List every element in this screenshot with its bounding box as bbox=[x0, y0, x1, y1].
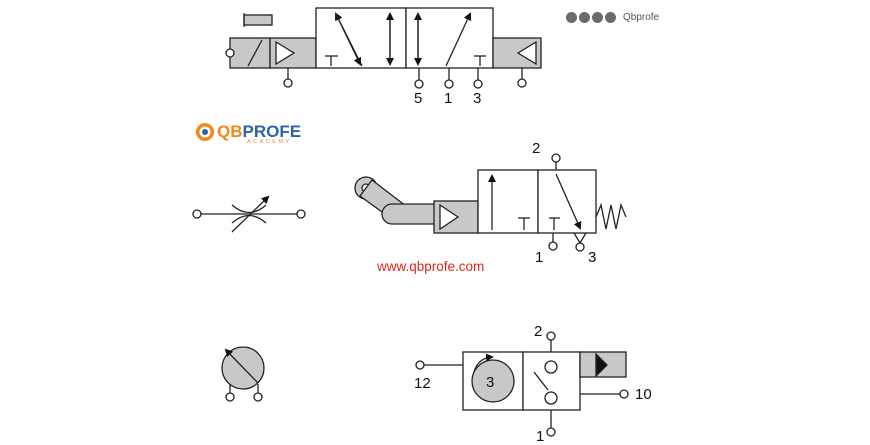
instagram-icon[interactable] bbox=[579, 11, 590, 23]
valve-bottom-port-label: 12 bbox=[414, 375, 431, 392]
valve-3-2-square-right bbox=[537, 169, 597, 234]
exhaust-triangle bbox=[573, 232, 587, 245]
solenoid-diagonal bbox=[247, 39, 263, 67]
port-1 bbox=[546, 427, 556, 437]
throttle-port-left bbox=[192, 209, 202, 219]
port-2 bbox=[546, 331, 556, 341]
valve-bottom-port-label: 2 bbox=[534, 323, 542, 340]
pilot-bottom-triangle bbox=[595, 352, 608, 378]
blogger-icon[interactable] bbox=[605, 11, 616, 23]
facebook-icon[interactable] bbox=[566, 11, 577, 23]
social-bar: Qbprofe bbox=[566, 10, 659, 24]
valve-5-2-port-label: 5 bbox=[414, 90, 422, 107]
flow-arrow-4 bbox=[445, 12, 472, 67]
gauge-needle bbox=[224, 348, 259, 384]
check-lower bbox=[544, 391, 558, 405]
port-12 bbox=[415, 360, 425, 370]
port-3 bbox=[575, 242, 585, 252]
logo-wordmark: QBPROFE bbox=[217, 122, 301, 142]
pilot-right-port bbox=[517, 78, 527, 88]
valve-5-2-port-label: 1 bbox=[444, 90, 452, 107]
gauge-port-right bbox=[253, 392, 263, 402]
rotary-label: 3 bbox=[486, 374, 494, 391]
lever-actuator bbox=[243, 14, 273, 26]
pilot-right-triangle bbox=[516, 40, 537, 66]
return-spring bbox=[595, 202, 627, 230]
switch-line bbox=[533, 371, 549, 391]
solenoid-exhaust bbox=[225, 48, 235, 58]
gauge-port-left bbox=[225, 392, 235, 402]
port-1 bbox=[444, 79, 454, 89]
valve-5-2 bbox=[225, 7, 542, 89]
website-link[interactable]: www.qbprofe.com bbox=[377, 259, 485, 274]
pilot-left-port bbox=[283, 78, 293, 88]
flow-arrow-diag bbox=[555, 173, 582, 230]
throttle-port-right bbox=[296, 209, 306, 219]
adjustable-throttle bbox=[192, 195, 306, 233]
valve-bottom-port-label: 1 bbox=[536, 428, 544, 445]
logo-subtitle: ACADEMY bbox=[247, 139, 292, 145]
valve-3-2-port-label: 2 bbox=[532, 140, 540, 157]
pressure-gauge bbox=[221, 346, 265, 402]
roller-pilot-triangle bbox=[439, 203, 460, 231]
logo-rest: PROFE bbox=[242, 122, 302, 141]
throttle-curve-bottom bbox=[231, 214, 267, 224]
youtube-icon[interactable] bbox=[592, 11, 603, 23]
valve-3-2-port-label: 1 bbox=[535, 249, 543, 266]
valve-bottom bbox=[415, 331, 629, 437]
valve-3-2-roller bbox=[354, 153, 627, 252]
logo-q: QB bbox=[217, 122, 243, 141]
valve-5-2-port-label: 3 bbox=[473, 90, 481, 107]
pilot-left-triangle bbox=[275, 40, 296, 66]
rotary-arrow bbox=[473, 353, 494, 373]
check-upper bbox=[544, 360, 558, 374]
flow-arrow-1b bbox=[335, 13, 362, 66]
valve-3-2-port-label: 3 bbox=[588, 249, 596, 266]
logo-emblem-icon bbox=[196, 123, 214, 141]
valve-5-2-square-left bbox=[315, 7, 407, 69]
throttle-adjust-arrow bbox=[231, 195, 270, 233]
port-1 bbox=[548, 241, 558, 251]
port-5 bbox=[414, 79, 424, 89]
social-label: Qbprofe bbox=[623, 11, 660, 23]
port-10 bbox=[619, 389, 629, 399]
roller-link-fill bbox=[392, 204, 434, 224]
throttle-curve-top bbox=[231, 204, 267, 214]
port-3 bbox=[473, 79, 483, 89]
port-2 bbox=[551, 153, 561, 163]
valve-3-2-square-left bbox=[477, 169, 539, 234]
valve-bottom-port-label: 10 bbox=[635, 386, 652, 403]
